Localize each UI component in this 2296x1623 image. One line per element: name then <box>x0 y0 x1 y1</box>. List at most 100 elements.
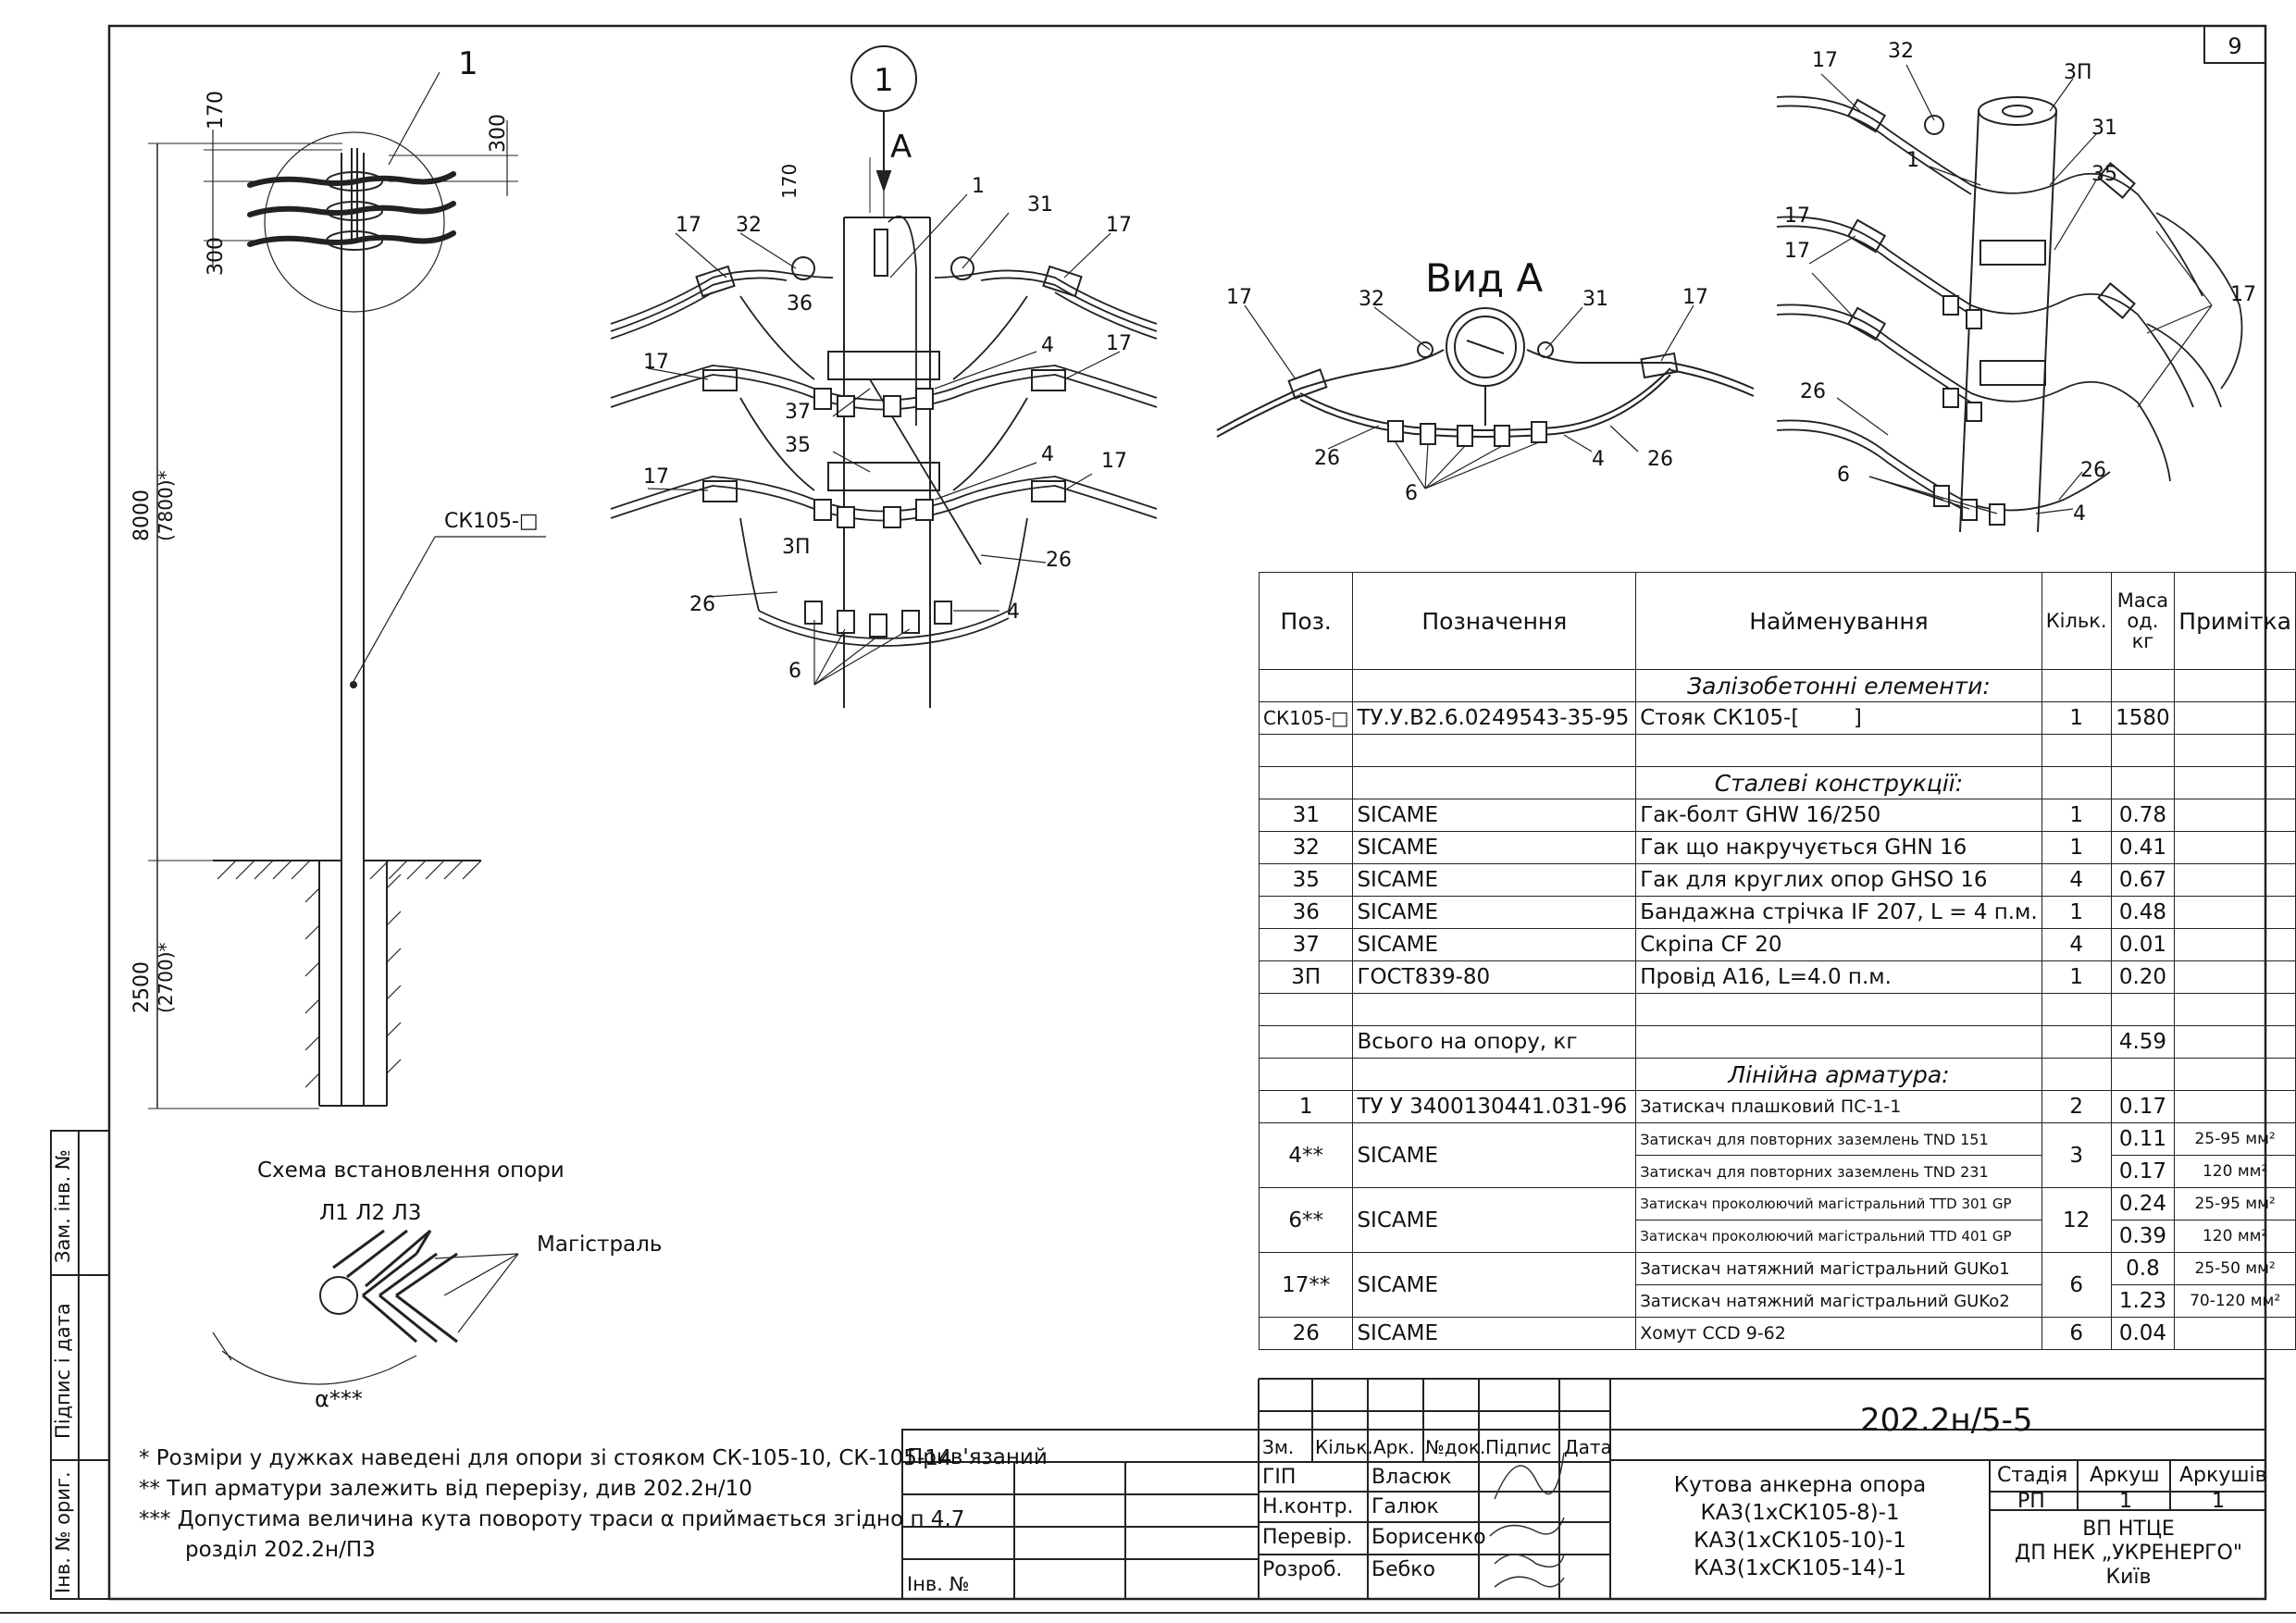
bom-cell: Затискач проколюючий магістральний TTD 3… <box>1635 1187 2042 1220</box>
bom-cell: SICAME <box>1352 1252 1637 1318</box>
bom-row: 36 SICAME Бандажна стрічка IF 207, L = 4… <box>1258 896 2296 929</box>
iso-label: 31 <box>2091 117 2117 140</box>
bom-empty-row <box>1258 734 2296 767</box>
bom-header-pos: Поз. <box>1258 572 1354 670</box>
bom-cell: 1580 <box>2110 701 2176 735</box>
iso-label: 35 <box>2091 163 2117 186</box>
detail-1-callout: 1 <box>874 62 894 99</box>
bom-cell: 36 <box>1258 896 1354 929</box>
view-a-label: 26 <box>1647 448 1673 471</box>
view-a-label: 31 <box>1582 288 1608 311</box>
pole-dim-ground-alt: (2700)* <box>155 942 177 1013</box>
bom-total-label: Всього на опору, кг <box>1352 1025 1637 1059</box>
bom-cell: 0.78 <box>2110 799 2176 832</box>
stamp-replaced-inv: Зам. інв. № <box>52 1149 74 1263</box>
tb-col-date: Дата <box>1564 1436 1612 1458</box>
tb-role: Н.контр. <box>1262 1495 1354 1518</box>
bom-header-designation: Позначення <box>1352 572 1637 670</box>
bom-cell: 1 <box>2041 896 2112 929</box>
view-a-label: 4 <box>1592 448 1605 471</box>
iso-view-leaders <box>1808 64 2213 514</box>
bom-row: 35 SICAME Гак для круглих опор GHSO 16 4… <box>1258 863 2296 897</box>
bom-section-row: Лінійна арматура: <box>1258 1058 2296 1091</box>
stage-label: Стадія <box>1997 1464 2068 1487</box>
scheme-lines: Л1 Л2 Л3 <box>319 1201 421 1225</box>
view-a-label: 17 <box>1226 286 1252 309</box>
sheet-label: Аркуш <box>2090 1464 2160 1487</box>
bom-cell: ТУ.У.В2.6.0249543-35-95 <box>1352 701 1637 735</box>
iso-view-drawing <box>1776 95 2243 533</box>
iso-label: 26 <box>1800 380 1826 403</box>
bom-cell: СК105-□ <box>1258 701 1354 735</box>
bom-cell: Скріпа CF 20 <box>1635 928 2042 961</box>
tb-col-sign: Підпис <box>1485 1436 1552 1458</box>
bom-empty-row <box>1258 993 2296 1026</box>
bom-cell: 12 <box>2041 1187 2112 1253</box>
sheets-value: 1 <box>2212 1490 2225 1513</box>
tb-name: Бебко <box>1371 1558 1435 1581</box>
bom-cell: 37 <box>1258 928 1354 961</box>
org-line: Київ <box>2105 1566 2152 1589</box>
note-3: *** Допустима величина кута повороту тра… <box>139 1507 965 1531</box>
tb-col-doc: №док. <box>1425 1436 1486 1458</box>
bom-cell: 25-50 мм² <box>2174 1252 2296 1285</box>
bom-cell: Затискач натяжний магістральний GUKo1 <box>1635 1252 2042 1285</box>
bom-cell: 6** <box>1258 1187 1354 1253</box>
bom-row: Затискач натяжний магістральний GUKo2 1.… <box>1260 1284 2296 1318</box>
bom-cell: Гак-болт GHW 16/250 <box>1635 799 2042 832</box>
iso-label: 3П <box>2064 61 2092 84</box>
bom-cell: 1 <box>1258 1090 1354 1123</box>
bom-cell: 31 <box>1258 799 1354 832</box>
sheet-number: 9 <box>2228 33 2241 59</box>
bom-cell: 3 <box>2041 1122 2112 1188</box>
bom-cell: 26 <box>1258 1317 1354 1350</box>
view-a-title: Вид А <box>1425 255 1543 301</box>
scheme-title: Схема встановлення опори <box>257 1158 565 1183</box>
bom-cell: Хомут CCD 9-62 <box>1635 1317 2042 1350</box>
tb-name: Борисенко <box>1371 1526 1486 1549</box>
org-line: ВП НТЦЕ <box>2082 1518 2175 1541</box>
bom-total-row: Всього на опору, кг 4.59 <box>1258 1025 2296 1059</box>
detail-1-label: 4 <box>1007 601 1020 624</box>
detail-1-leaders <box>647 193 1121 686</box>
bom-cell: 0.01 <box>2110 928 2176 961</box>
title-line: КА3(1хСК105-14)-1 <box>1694 1556 1906 1580</box>
detail-1-label: 4 <box>1041 334 1054 357</box>
detail-1-label: 37 <box>785 401 811 424</box>
notes: * Розміри у дужках наведені для опори зі… <box>139 1443 964 1566</box>
sheet-number-box <box>2203 25 2266 64</box>
bom-cell: 25-95 мм² <box>2174 1187 2296 1220</box>
bom-cell: 3П <box>1258 960 1354 994</box>
detail-1-label: 26 <box>1046 549 1072 572</box>
bom-row: 31 SICAME Гак-болт GHW 16/250 1 0.78 <box>1258 799 2296 832</box>
bom-cell: 6 <box>2041 1317 2112 1350</box>
bom-row: СК105-□ ТУ.У.В2.6.0249543-35-95 Стояк СК… <box>1258 701 2296 735</box>
iso-label: 4 <box>2073 502 2086 526</box>
bom-cell: 120 мм² <box>2174 1155 2296 1188</box>
bom-cell: SICAME <box>1352 799 1637 832</box>
detail-1-drawing <box>610 45 1158 708</box>
bound-label: Прив'язаний <box>907 1445 1048 1469</box>
title-lines: Кутова анкерна опора КА3(1хСК105-8)-1 КА… <box>1615 1471 1985 1582</box>
detail-1-label: 17 <box>676 214 701 237</box>
view-a-leaders <box>1244 304 1694 489</box>
bom-cell: 17** <box>1258 1252 1354 1318</box>
bom-cell: 1.23 <box>2110 1284 2176 1318</box>
pole-dim-170: 170 <box>205 91 228 130</box>
detail-1-label: 17 <box>643 351 669 374</box>
iso-label: 26 <box>2080 459 2106 482</box>
bom-cell: Гак що накручується GHN 16 <box>1635 831 2042 864</box>
side-stamp <box>50 1130 110 1600</box>
pole-callout-1: 1 <box>458 45 478 82</box>
note-2: ** Тип арматури залежить від перерізу, д… <box>139 1477 752 1501</box>
bom-cell: 4 <box>2041 863 2112 897</box>
bom-cell: 70-120 мм² <box>2174 1284 2296 1318</box>
stamp-inv-orig: Інв. № ориг. <box>52 1471 74 1593</box>
tb-name: Галюк <box>1371 1495 1439 1518</box>
bom-cell: ТУ У 3400130441.031-96 <box>1352 1090 1637 1123</box>
pole-view <box>148 71 546 1109</box>
bom-cell: Гак для круглих опор GHSO 16 <box>1635 863 2042 897</box>
bom-section-concrete: Залізобетонні елементи: <box>1635 669 2042 702</box>
bom-cell: SICAME <box>1352 1122 1637 1188</box>
note-1: * Розміри у дужках наведені для опори зі… <box>139 1446 952 1470</box>
